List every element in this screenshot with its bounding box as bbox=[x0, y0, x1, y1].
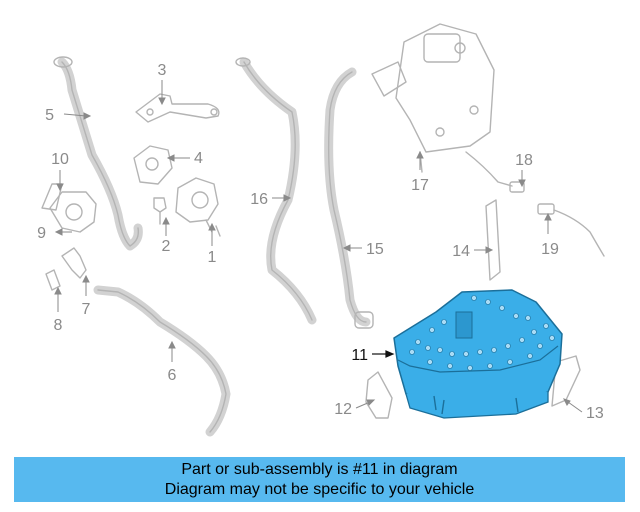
banner-line-2: Diagram may not be specific to your vehi… bbox=[164, 481, 475, 498]
callout-5: 5 bbox=[45, 107, 54, 124]
part-15-hose bbox=[324, 67, 374, 329]
callout-14: 14 bbox=[452, 243, 470, 260]
part-19-sensor bbox=[537, 203, 605, 257]
part-3-bracket bbox=[135, 93, 220, 123]
callout-1: 1 bbox=[208, 249, 217, 266]
callout-6: 6 bbox=[168, 367, 177, 384]
callout-3: 3 bbox=[158, 62, 167, 79]
callout-9: 9 bbox=[37, 225, 46, 242]
callout-2: 2 bbox=[162, 238, 171, 255]
callout-11: 11 bbox=[351, 347, 368, 364]
part-7-fitting bbox=[61, 247, 87, 279]
parts-diagram: 5 3 4 1 2 10 9 7 8 6 16 15 17 18 14 19 1… bbox=[37, 23, 605, 437]
callout-17: 17 bbox=[411, 177, 429, 194]
part-4-gasket bbox=[133, 145, 173, 185]
callout-13: 13 bbox=[586, 405, 604, 422]
callout-7: 7 bbox=[82, 301, 91, 318]
part-6-hose bbox=[93, 285, 231, 437]
part-9-valve bbox=[49, 191, 97, 233]
callout-18: 18 bbox=[515, 152, 533, 169]
part-2-bolt bbox=[153, 197, 167, 225]
callout-16: 16 bbox=[250, 191, 268, 208]
part-14-bracket bbox=[485, 199, 501, 281]
callout-10: 10 bbox=[51, 151, 69, 168]
part-8-clip bbox=[45, 269, 61, 291]
callout-8: 8 bbox=[54, 317, 63, 334]
part-12-bracket bbox=[365, 371, 393, 419]
callout-15: 15 bbox=[366, 241, 384, 258]
callout-12: 12 bbox=[334, 401, 352, 418]
part-11-canister bbox=[393, 289, 563, 419]
callout-19: 19 bbox=[541, 241, 559, 258]
part-5-hose bbox=[53, 56, 143, 251]
banner-line-1: Part or sub-assembly is #11 in diagram bbox=[181, 461, 458, 478]
part-13-bracket bbox=[551, 355, 581, 407]
part-18-sensor bbox=[465, 151, 525, 193]
callout-4: 4 bbox=[194, 150, 203, 167]
info-banner: Part or sub-assembly is #11 in diagram D… bbox=[14, 457, 625, 502]
part-16-hose bbox=[235, 57, 317, 325]
part-17-valve-bracket bbox=[371, 23, 495, 173]
